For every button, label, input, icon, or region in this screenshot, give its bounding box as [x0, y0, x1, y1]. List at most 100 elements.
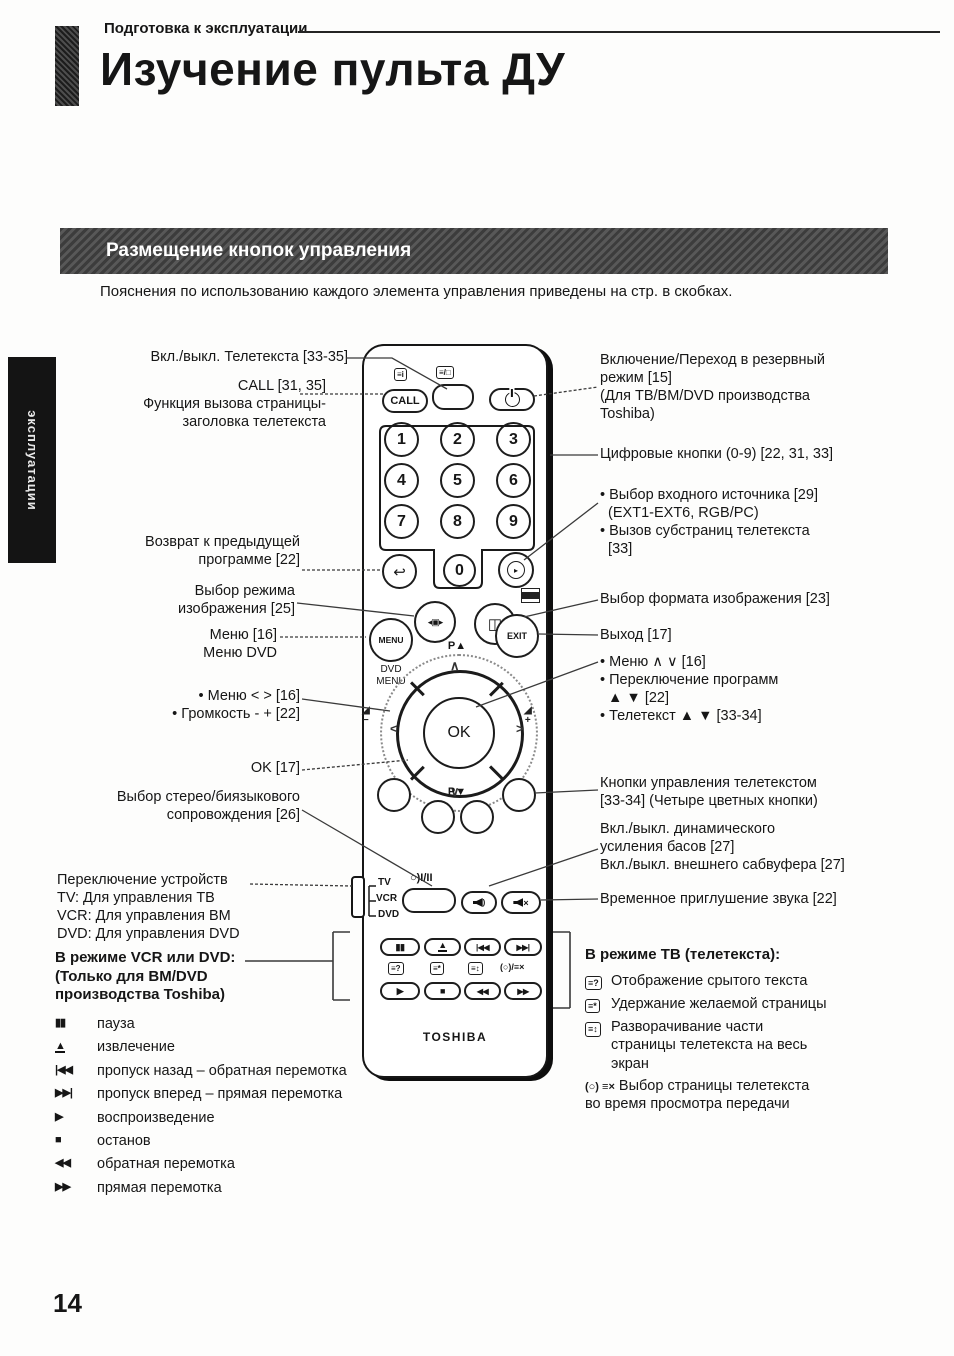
- colour-button-4[interactable]: [502, 778, 536, 812]
- digit-button-3[interactable]: 3: [496, 422, 531, 457]
- expand-icon: ≡↕: [468, 962, 483, 976]
- picture-mode-button[interactable]: ◂▣▸: [414, 601, 456, 643]
- label-exit: Выход [17]: [600, 627, 672, 643]
- stereo-button[interactable]: [402, 888, 456, 913]
- tv-section-heading: В режиме ТВ (телетекста):: [585, 946, 781, 963]
- reveal-icon: ≡?: [585, 972, 611, 991]
- rewind-button[interactable]: ◀◀: [464, 982, 501, 1000]
- label-colour-buttons: Кнопки управления телетекстом [33-34] (Ч…: [600, 775, 818, 809]
- device-label-tv: TV: [378, 877, 391, 888]
- dvd-menu-label: DVD MENU: [376, 664, 406, 687]
- dpad-up-button[interactable]: ∧: [450, 658, 460, 673]
- exit-button[interactable]: EXIT: [495, 614, 539, 658]
- page-title: Изучение пульта ДУ: [100, 43, 566, 95]
- label-teletext-toggle: Вкл./выкл. Телетекста [33-35]: [150, 349, 348, 365]
- aspect-icon: [521, 588, 540, 603]
- bass-button[interactable]: ): [461, 891, 497, 914]
- colour-button-2[interactable]: [421, 800, 455, 834]
- label-picture-mode: Выбор режима изображения [25]: [177, 583, 295, 617]
- p-up-label: P▲: [447, 640, 467, 652]
- leader-device-switch: [249, 883, 353, 887]
- expand-icon: ≡↕: [585, 1018, 611, 1037]
- side-tab: эксплуатации: [8, 357, 56, 563]
- power-icon: [504, 392, 520, 407]
- digit-button-8[interactable]: 8: [440, 504, 475, 539]
- dpad-left-button[interactable]: <: [390, 721, 398, 736]
- picture-mode-icon: ◂▣▸: [427, 616, 444, 627]
- page-number: 14: [53, 1288, 82, 1318]
- volume-down-icon: ◢ −: [362, 705, 370, 726]
- leader-mute: [540, 898, 599, 901]
- label-stereo: Выбор стерео/биязыкового сопровождения […: [116, 789, 300, 823]
- fast-forward-button[interactable]: ▶▶: [504, 982, 542, 1000]
- dpad-down-button[interactable]: ∨: [450, 784, 460, 799]
- bass-speaker-icon: [472, 898, 483, 907]
- header-rule: [298, 31, 940, 33]
- vcr-bracket: [245, 931, 350, 1001]
- power-button[interactable]: [489, 388, 535, 411]
- label-digits: Цифровые кнопки (0-9) [22, 31, 33]: [600, 446, 834, 462]
- mute-speaker-icon: [513, 898, 524, 907]
- label-return-program: Возврат к предыдущей программе [22]: [145, 534, 300, 568]
- side-tab-label: эксплуатации: [24, 409, 40, 511]
- legend-item: ≡↕Разворачивание части страницы телетекс…: [585, 1018, 875, 1072]
- digit-button-5[interactable]: 5: [440, 463, 475, 498]
- digit-button-4[interactable]: 4: [384, 463, 419, 498]
- stop-icon: ■: [55, 1133, 62, 1146]
- dpad-right-button[interactable]: >: [516, 721, 524, 736]
- legend-item: ▶▶|пропуск вперед – прямая перемотка: [55, 1086, 343, 1103]
- digit-button-9[interactable]: 9: [496, 504, 531, 539]
- device-label-dvd: DVD: [378, 909, 400, 920]
- clock-cancel-icon: (○) ≡×: [585, 1080, 615, 1093]
- digit-button-2[interactable]: 2: [440, 422, 475, 457]
- skip-back-button[interactable]: |◀◀: [464, 938, 501, 956]
- label-power: Включение/Переход в резервный режим [15]…: [600, 352, 826, 422]
- input-select-button[interactable]: ▸: [498, 552, 534, 588]
- header-decoration-block: [55, 26, 79, 106]
- reveal-icon: ≡?: [388, 962, 404, 976]
- legend-item: ▶воспроизведение: [55, 1109, 215, 1126]
- skip-forward-icon: ▶▶|: [55, 1087, 73, 1100]
- skip-forward-button[interactable]: ▶▶|: [504, 938, 542, 956]
- stop-button[interactable]: ■: [424, 982, 461, 1000]
- label-ok: OK [17]: [250, 760, 300, 776]
- volume-up-icon: ◢ +: [524, 705, 532, 726]
- legend-item: ▲извлечение: [55, 1039, 175, 1056]
- vcr-legend: ▮▮пауза ▲извлечение |◀◀пропуск назад – о…: [55, 1016, 385, 1203]
- colour-button-3[interactable]: [460, 800, 494, 834]
- fast-forward-icon: ▶▶: [55, 1180, 71, 1193]
- eject-button[interactable]: ▲: [424, 938, 461, 956]
- colour-button-1[interactable]: [377, 778, 411, 812]
- digit-button-7[interactable]: 7: [384, 504, 419, 539]
- legend-item: |◀◀пропуск назад – обратная перемотка: [55, 1062, 347, 1079]
- tv-bracket: [553, 931, 571, 1009]
- dpad: [380, 654, 538, 812]
- section-banner-title: Размещение кнопок управления: [106, 240, 412, 261]
- ok-button[interactable]: OK: [423, 697, 495, 769]
- section-banner: Размещение кнопок управления: [60, 228, 888, 274]
- pause-icon: ▮▮: [55, 1017, 66, 1029]
- return-button[interactable]: ↩: [382, 554, 417, 589]
- device-switch[interactable]: [351, 876, 365, 918]
- label-menu: Меню [16] Меню DVD: [203, 627, 277, 661]
- vcr-section-heading: В режиме VCR или DVD: (Только для ВМ/DVD…: [55, 949, 236, 1004]
- digit-button-1[interactable]: 1: [384, 422, 419, 457]
- mute-button[interactable]: ×: [501, 891, 541, 914]
- label-dpad: • Меню ∧ ∨ [16] • Переключение программ …: [600, 654, 779, 724]
- legend-item: ▶▶прямая перемотка: [55, 1179, 222, 1196]
- legend-item: ≡*Удержание желаемой страницы: [585, 995, 875, 1014]
- label-menu-volume: • Меню < > [16] • Громкость - + [22]: [172, 688, 300, 722]
- hold-icon: ≡*: [430, 962, 444, 976]
- play-button[interactable]: ▶: [380, 982, 420, 1000]
- menu-button[interactable]: MENU: [369, 618, 413, 662]
- text-tv-button[interactable]: [432, 384, 474, 410]
- legend-item: ◀◀обратная перемотка: [55, 1156, 235, 1173]
- eject-icon: ▲: [55, 1040, 66, 1054]
- play-icon: ▶: [55, 1110, 63, 1123]
- legend-item: ▮▮пауза: [55, 1016, 135, 1032]
- digit-button-6[interactable]: 6: [496, 463, 531, 498]
- call-page-icon: ≡i: [394, 368, 407, 382]
- pause-button[interactable]: ▮▮: [380, 938, 420, 956]
- digit-button-0[interactable]: 0: [443, 554, 476, 587]
- call-button[interactable]: CALL: [382, 389, 428, 413]
